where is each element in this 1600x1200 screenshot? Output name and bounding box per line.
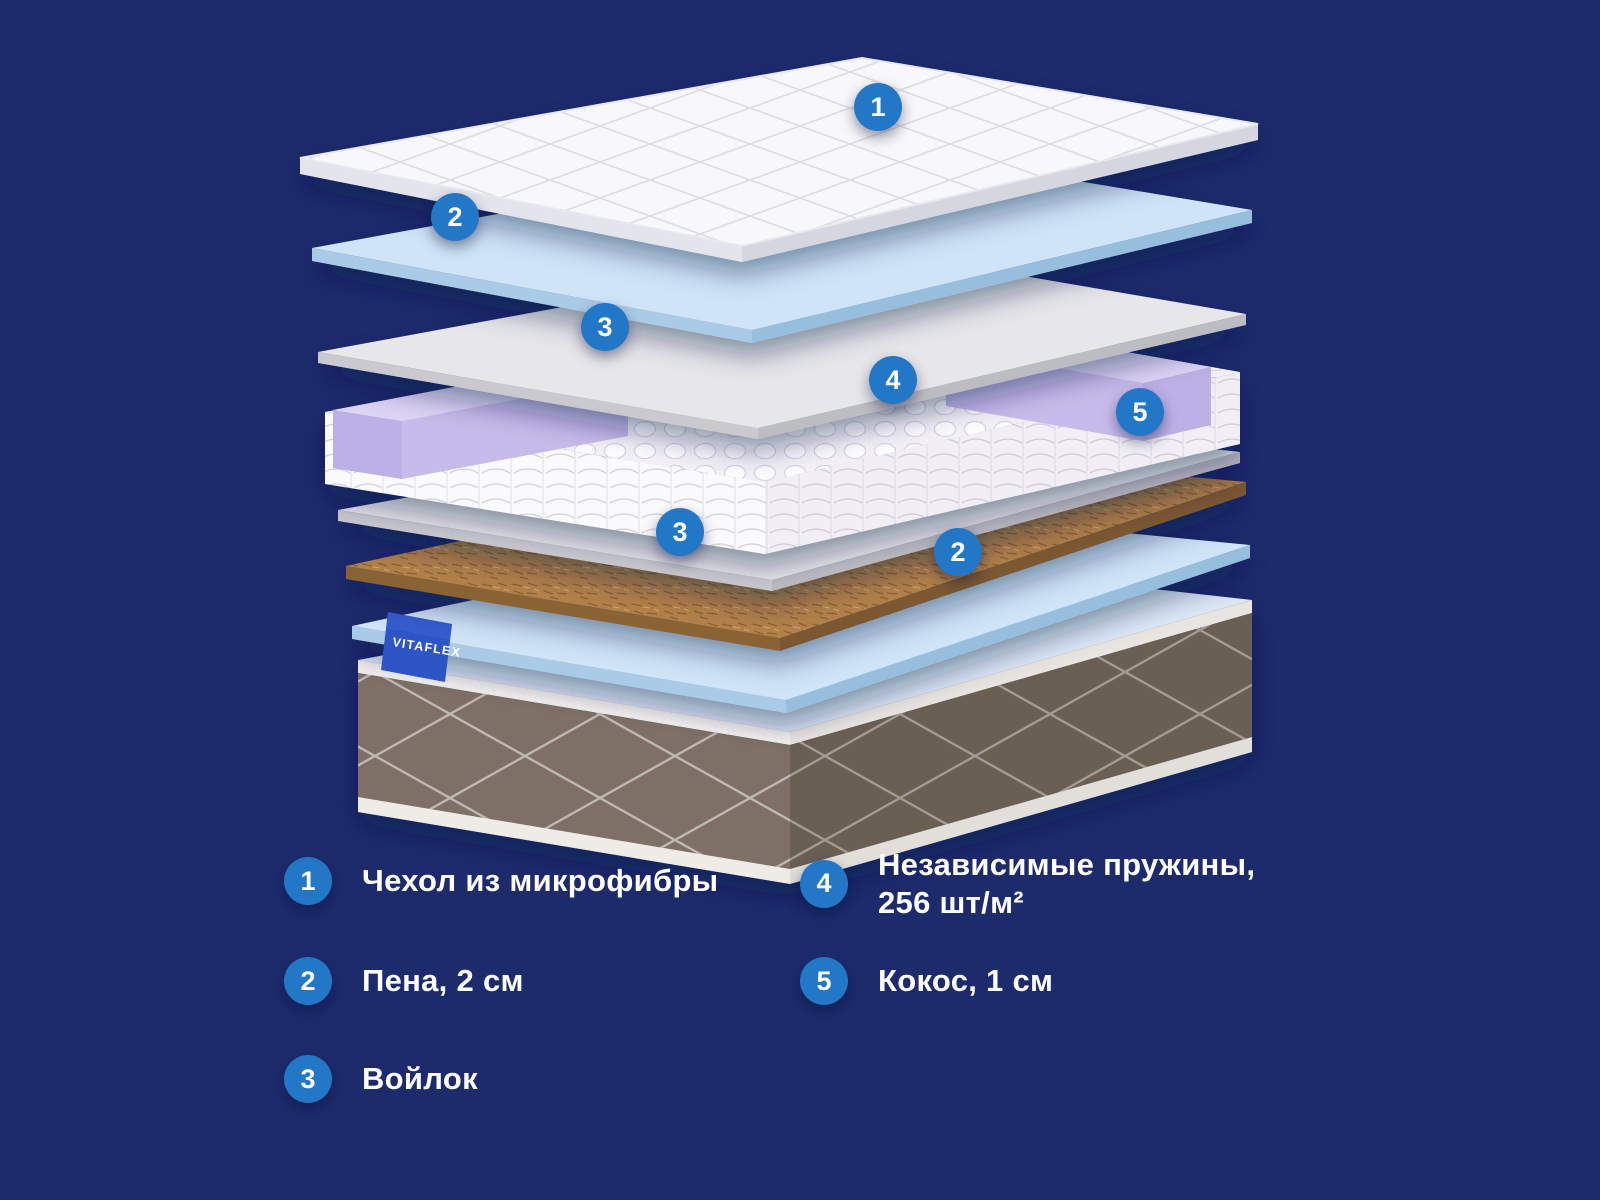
diagram-badge-1: 1 <box>854 83 902 131</box>
legend-number-badge-3: 3 <box>284 1055 332 1103</box>
legend-item-3: 3 Войлок <box>284 1055 478 1103</box>
layer-felt-top <box>318 250 1246 439</box>
diagram-badge-5: 5 <box>1116 388 1164 436</box>
legend-label-4-line1: Независимые пружины, <box>878 847 1256 882</box>
legend-item-4: 4 Независимые пружины, 256 шт/м² <box>800 846 1255 922</box>
layer-quilted-cover <box>299 56 1259 262</box>
legend-item-2: 2 Пена, 2 см <box>284 957 524 1005</box>
legend-item-1: 1 Чехол из микрофибры <box>284 857 718 905</box>
legend-label-5: Кокос, 1 см <box>878 963 1054 999</box>
brand-tag: VITAFLEX <box>381 612 462 682</box>
legend-label-4: Независимые пружины, 256 шт/м² <box>878 846 1255 922</box>
diagram-badge-2b: 2 <box>934 528 982 576</box>
legend-label-4-line2: 256 шт/м² <box>878 884 1024 920</box>
legend-number-badge-4: 4 <box>800 859 848 908</box>
diagram-badge-3: 3 <box>581 303 629 351</box>
legend-number-badge-2: 2 <box>284 957 332 1005</box>
legend-number-badge-1: 1 <box>284 857 332 905</box>
legend-label-2: Пена, 2 см <box>362 963 524 999</box>
legend-label-3: Войлок <box>362 1061 478 1097</box>
diagram-badge-2: 2 <box>431 193 479 241</box>
legend-item-5: 5 Кокос, 1 см <box>800 957 1053 1005</box>
legend-number-badge-5: 5 <box>800 957 848 1005</box>
diagram-badge-3b: 3 <box>656 508 704 556</box>
diagram-badge-4: 4 <box>869 356 917 404</box>
legend-label-1: Чехол из микрофибры <box>362 863 719 899</box>
